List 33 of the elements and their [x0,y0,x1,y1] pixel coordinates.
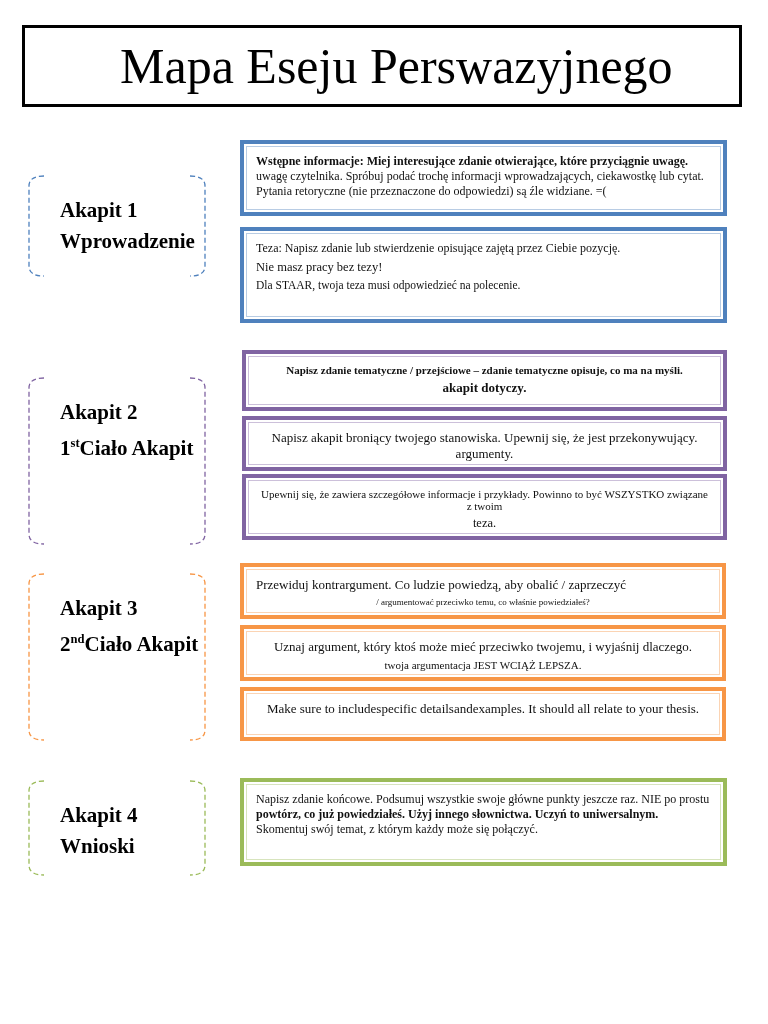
box-text: Make sure to includespecific detailsandexamples. It should all relate to your thesis. [265,701,701,717]
box-text: Teza: Napisz zdanie lub stwierdzenie opisujące zajętą przez Ciebie pozycję. [256,241,622,256]
section-heading: Akapit 4 Wnioski [59,802,139,860]
info-box [240,687,726,741]
info-box [242,350,727,411]
box-text: / argumentować przeciwko temu, co właśnie powiedziałeś? [375,597,591,607]
info-box [240,778,727,866]
box-text: Napisz akapit broniący twojego stanowiska. Upewnij się, że jest przekonywujący. argumenty. [270,430,699,462]
page-title: Mapa Eseju Perswazyjnego [22,25,742,107]
box-text: Dla STAAR, twoja teza musi odpowiedzieć na polecenie. [256,279,522,291]
info-box [240,140,727,216]
info-box [240,227,727,323]
section-heading: Akapit 3 2$^{nd}$Ciało Akapit [59,595,200,658]
info-box [240,563,726,619]
info-box [240,625,726,681]
info-box [242,474,727,540]
section-heading: Akapit 1 Wprowadzenie [59,197,196,255]
box-text: Wstępne informacje: Miej interesujące zdanie otwierające, które przyciągnie uwagę. uwagę czytelnika. Spróbuj podać trochę informacji wprowadzających, ciekawostkę lub cytat. Pytania retoryczne (nie przeznaczone do odpowiedzi) są źle widziane. =( [256,154,705,199]
box-text: Przewiduj kontrargument. Co ludzie powiedzą, aby obalić / zaprzeczyć [256,577,628,593]
box-text: Uznaj argument, który ktoś może mieć przeciwko twojemu, i wyjaśnij dlaczego. [272,639,694,655]
box-text: akapit dotyczy. [441,380,528,396]
section-heading: Akapit 2 1$^{st}$Ciało Akapit [59,399,195,462]
dashed-bracket-frame [28,573,206,741]
info-box [242,416,727,471]
box-text: Napisz zdanie końcowe. Podsumuj wszystkie swoje główne punkty jeszcze raz. NIE po prostu powtórz, co już powiedziałeś. Użyj innego słownictwa. Uczyń to uniwersalnym. Skomentuj swój temat, z którym każdy może się połączyć. [256,792,711,837]
box-text: Nie masz pracy bez tezy! [256,260,384,275]
box-text: Napisz zdanie tematyczne / przejściowe – zdanie tematyczne opisuje, co ma na myśli. [285,364,684,376]
dashed-bracket-frame [28,377,206,545]
dashed-bracket-frame [28,780,206,876]
box-text: Upewnij się, że zawiera szczegółowe informacje i przykłady. Powinno to być WSZYSTKO związane z twoim [260,488,709,512]
box-text: teza. [471,516,498,531]
dashed-bracket-frame [28,175,206,277]
box-text: twoja argumentacja JEST WCIĄŻ LEPSZA. [383,659,583,671]
